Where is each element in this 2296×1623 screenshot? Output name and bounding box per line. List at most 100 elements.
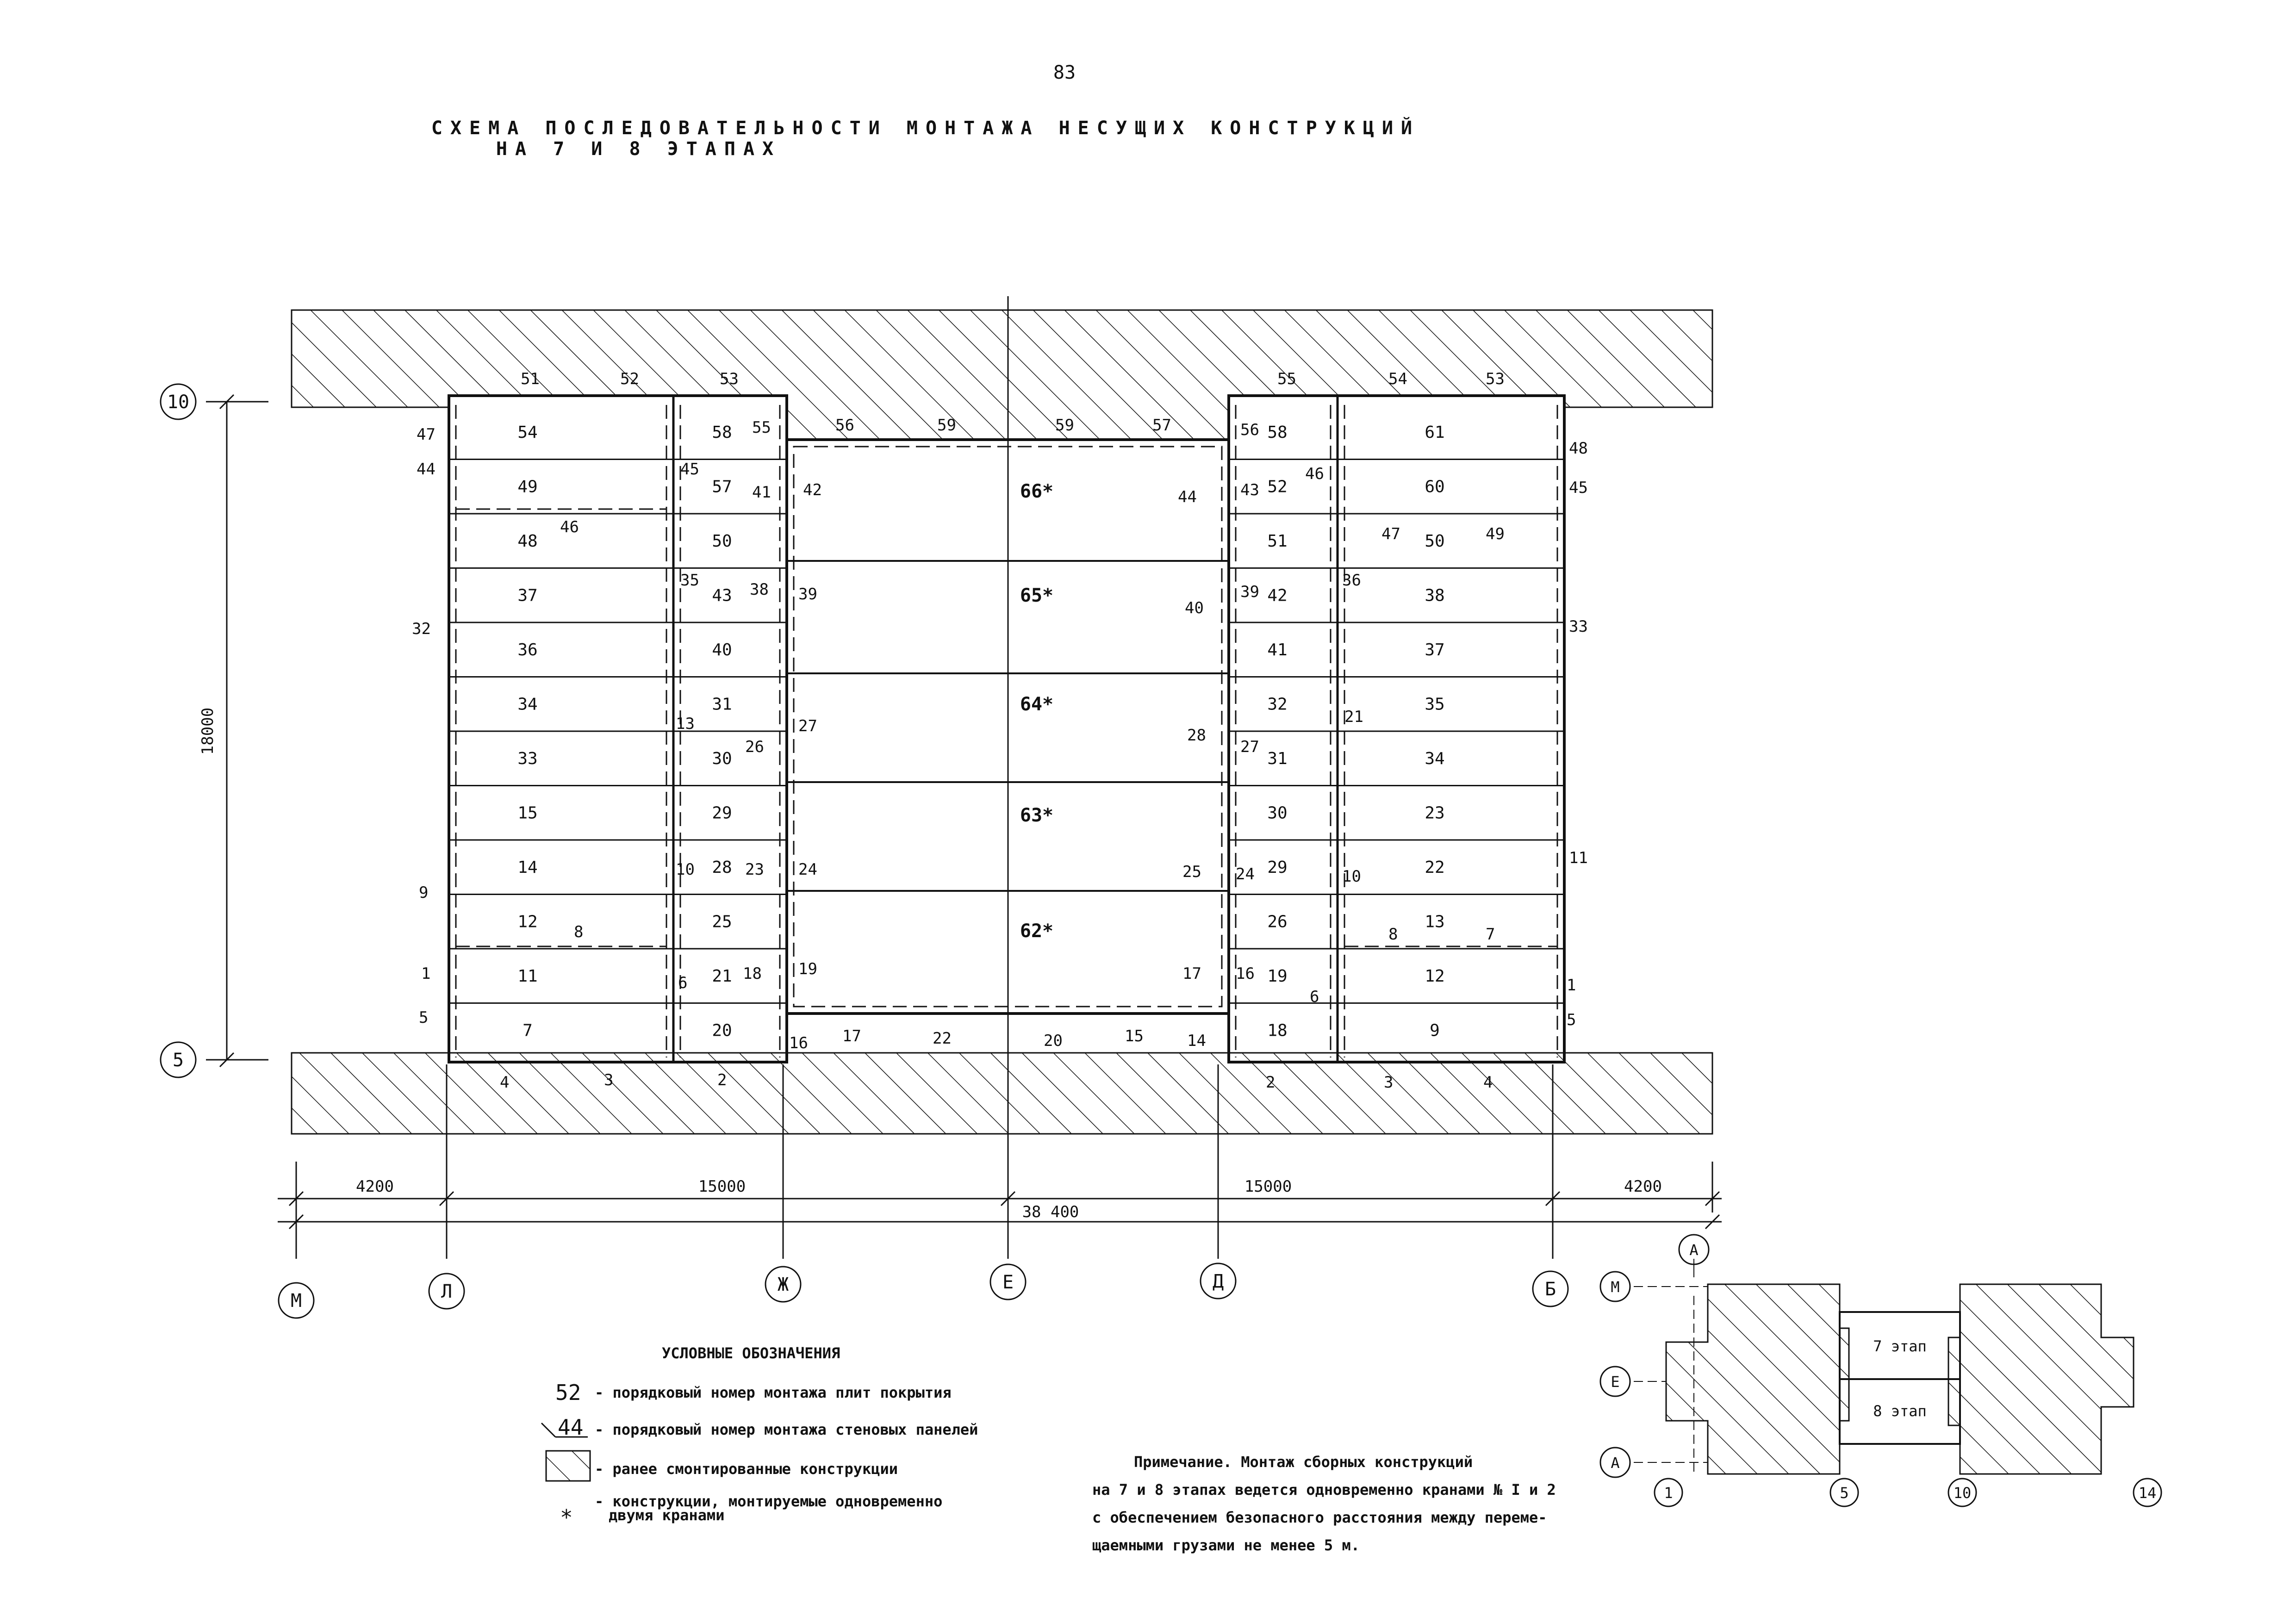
left-block-slab-joints [449, 459, 787, 1004]
slab-number: 54 [517, 423, 537, 442]
axis-label: Е [1002, 1272, 1014, 1293]
wall-label: 8 [1388, 925, 1398, 944]
wall-label: 28 [1187, 726, 1206, 745]
wall-label: 27 [798, 717, 817, 735]
wall-label: 47 [1381, 525, 1400, 543]
wall-label: 16 [1236, 964, 1255, 983]
slab-number: 12 [517, 912, 537, 931]
slab-number: 23 [1425, 803, 1444, 822]
left-block [448, 394, 788, 1063]
wall-label: 54 [1388, 370, 1407, 388]
slab-number: 49 [517, 477, 537, 496]
wall-label: 45 [680, 460, 699, 479]
slab-number: 37 [1425, 640, 1444, 659]
wall-label: 55 [752, 418, 771, 437]
slab-number: 48 [517, 532, 537, 551]
slab-number-labels: 5449483736343315141211758575043403130292… [517, 423, 1444, 1040]
wall-label: 24 [1236, 865, 1255, 883]
slab-number: 43 [712, 586, 732, 605]
slab-number: 20 [712, 1021, 732, 1040]
wall-label: 42 [803, 481, 822, 499]
legend: УСЛОВНЫЕ ОБОЗНАЧЕНИЯ 52 - порядковый ном… [541, 1344, 978, 1530]
slab-number-two-cranes: 66* [1020, 481, 1053, 502]
axis-label: Л [441, 1281, 452, 1302]
slab-number: 31 [712, 695, 732, 714]
wall-label: 6 [678, 974, 687, 992]
legend-slab-sample: 52 [555, 1380, 581, 1405]
wall-label: 32 [412, 620, 431, 638]
slab-number: 40 [712, 640, 732, 659]
dimension-span-right: 15000 [1244, 1177, 1292, 1196]
slab-number: 32 [1267, 695, 1287, 714]
slab-number: 31 [1267, 749, 1287, 768]
keyplan-axis-label: 5 [1840, 1484, 1848, 1502]
wall-label: 5 [1567, 1011, 1576, 1029]
wall-label: 3 [604, 1071, 613, 1089]
keyplan-axis-label: А [1689, 1241, 1698, 1259]
keyplan-axis-label: А [1611, 1454, 1619, 1472]
slab-number: 26 [1267, 912, 1287, 931]
wall-label: 16 [789, 1034, 808, 1052]
slab-number: 42 [1267, 586, 1287, 605]
slab-number: 50 [1425, 532, 1444, 551]
wall-label: 59 [1055, 416, 1074, 435]
slab-number: 11 [517, 967, 537, 986]
key-plan: 7 этап 8 этап А М Е А 1 5 10 14 [1599, 1234, 2162, 1507]
slab-number: 30 [712, 749, 732, 768]
slab-number: 33 [517, 749, 537, 768]
wall-label: 33 [1569, 617, 1588, 636]
legend-slab-desc: - порядковый номер монтажа плит покрытия [595, 1384, 952, 1401]
wall-label: 21 [1344, 708, 1363, 726]
slab-number: 28 [712, 858, 732, 877]
wall-label: 39 [798, 585, 817, 603]
title-line-1: СХЕМА ПОСЛЕДОВАТЕЛЬНОСТИ МОНТАЖА НЕСУЩИХ… [431, 117, 1420, 139]
wall-label: 11 [1569, 849, 1588, 867]
wall-label: 56 [1240, 421, 1259, 439]
axis-lines [206, 296, 1713, 1259]
wall-label: 4 [500, 1073, 509, 1092]
slab-number: 34 [1425, 749, 1444, 768]
axis-label: 10 [167, 392, 189, 413]
slab-number: 12 [1425, 967, 1444, 986]
wall-label: 8 [574, 923, 583, 941]
slab-number-two-cranes: 62* [1020, 920, 1053, 942]
slab-number: 34 [517, 695, 537, 714]
wall-label: 6 [1310, 988, 1319, 1006]
dimension-height: 18000 [199, 708, 217, 755]
dimension-bay-right: 4200 [1624, 1177, 1662, 1196]
slab-number: 13 [1425, 912, 1444, 931]
slab-number: 25 [712, 912, 732, 931]
slab-number: 60 [1425, 477, 1444, 496]
slab-number-two-cranes: 65* [1020, 585, 1053, 606]
wall-label: 56 [835, 416, 854, 435]
dimension-span-left: 15000 [698, 1177, 746, 1196]
wall-label: 19 [798, 960, 817, 978]
wall-label: 17 [1182, 964, 1201, 983]
slab-number: 18 [1267, 1021, 1287, 1040]
wall-label: 36 [1342, 571, 1361, 590]
legend-wall-sample: 44 [558, 1415, 583, 1440]
wall-label: 5 [419, 1008, 428, 1027]
wall-label: 23 [745, 860, 764, 879]
slab-number: 37 [517, 586, 537, 605]
slab-number-two-cranes: 63* [1020, 805, 1053, 826]
page-number: 83 [1053, 62, 1076, 83]
wall-label: 49 [1486, 525, 1505, 543]
wall-label: 57 [1152, 416, 1171, 435]
note-line-1: Примечание. Монтаж сборных конструкций [1134, 1453, 1473, 1471]
slab-number: 41 [1267, 640, 1287, 659]
wall-label: 17 [842, 1027, 861, 1045]
wall-label: 41 [752, 483, 771, 502]
wall-label: 24 [798, 860, 817, 879]
wall-label: 18 [743, 964, 762, 983]
keyplan-axis-label: Е [1611, 1373, 1619, 1391]
keyplan-axis-label: 14 [2139, 1484, 2157, 1502]
note-line-2: на 7 и 8 этапах ведется одновременно кра… [1092, 1481, 1556, 1499]
wall-label: 48 [1569, 439, 1588, 458]
slab-number: 19 [1267, 967, 1287, 986]
note-line-4: щаемными грузами не менее 5 м. [1092, 1536, 1360, 1554]
slab-number: 50 [712, 532, 732, 551]
title-line-2: НА 7 И 8 ЭТАПАХ [496, 138, 781, 160]
wall-label: 35 [680, 571, 699, 590]
